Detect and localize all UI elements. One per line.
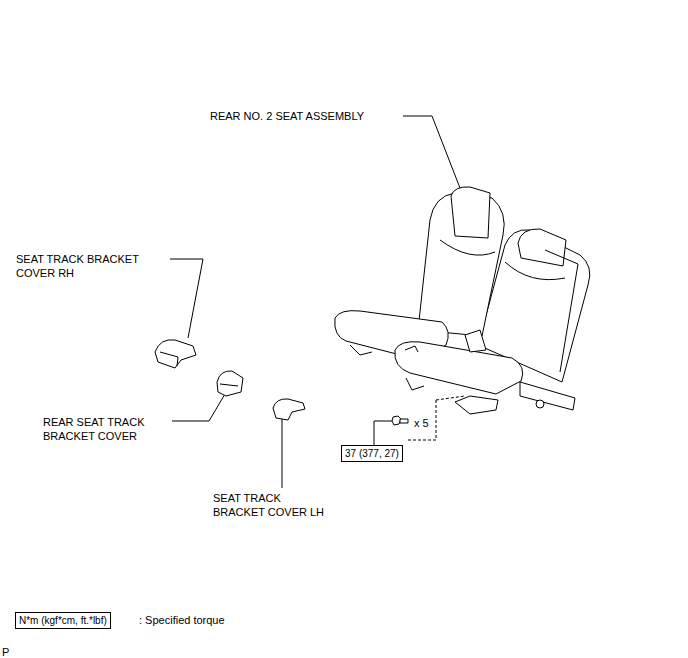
leader-line [172,394,225,421]
seat-leg [350,345,372,355]
leader-line [403,116,460,188]
page-code: P [2,645,9,658]
leader-line [170,259,203,338]
part-name: SEAT TRACK BRACKET COVER LH [213,491,331,519]
bracket-cover [217,371,243,396]
seat-cushion [395,342,523,394]
part-name: REAR SEAT TRACK BRACKET COVER [43,415,163,443]
headrest [518,229,566,266]
legend-box: N*m (kgf*cm, ft.*lbf) [15,612,111,629]
leader-line [374,421,392,445]
legend-text: : Specified torque [139,613,225,627]
seat-frame [520,382,575,410]
seat-hinge [465,330,486,352]
seat-seam [545,250,578,372]
bracket-cover [273,399,305,420]
leader-line [282,418,283,488]
quantity-label: x 5 [414,416,429,430]
seat-frame [455,396,498,414]
seat-seam [505,262,565,280]
bracket-cover [160,352,178,366]
bracket-cover [155,340,196,368]
headrest [451,187,490,238]
legend-box-text: N*m (kgf*cm, ft.*lbf) [19,615,107,626]
torque-box-text: 37 (377, 27) [345,448,399,459]
bolt-symbol [400,419,408,423]
seat-leg [406,378,424,390]
part-name: REAR NO. 2 SEAT ASSEMBLY [210,109,364,123]
dashed-line [408,400,436,440]
seat-frame [536,400,544,408]
seat-seam [440,240,495,255]
seat-leg [405,346,418,352]
bracket-cover [220,384,238,386]
part-name: SEAT TRACK BRACKET COVER RH [16,252,156,280]
torque-box: 37 (377, 27) [341,445,403,462]
